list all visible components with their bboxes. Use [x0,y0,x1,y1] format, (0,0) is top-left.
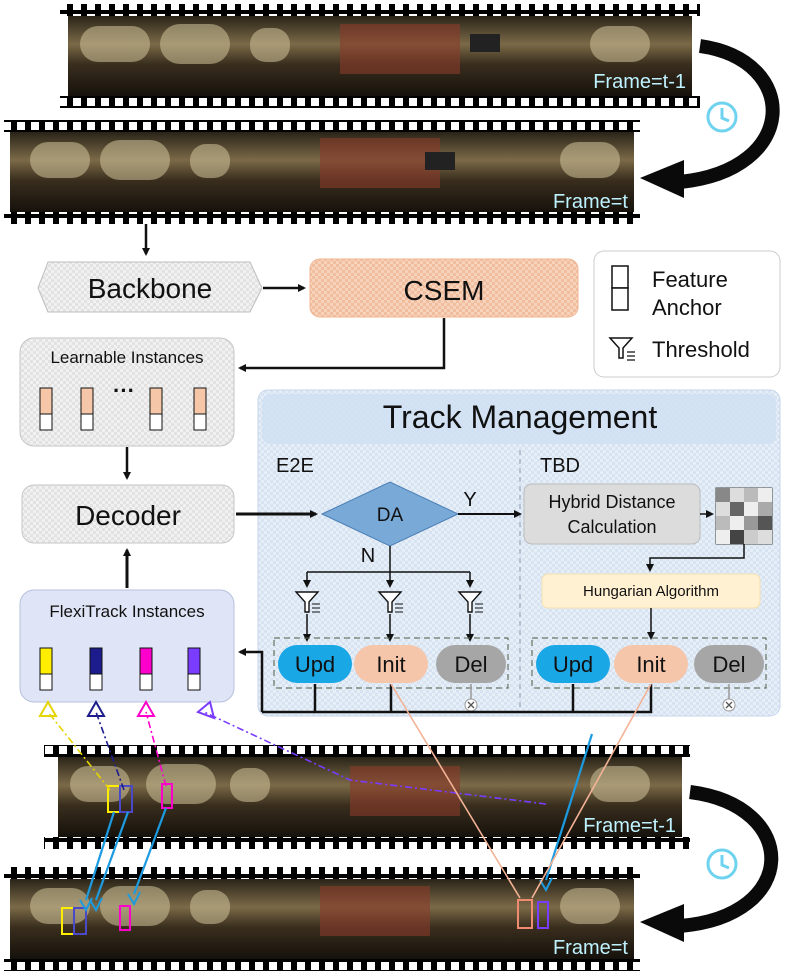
decoder-label: Decoder [75,500,181,531]
init-label: Init [376,652,405,677]
track-management-title: Track Management [383,399,658,435]
init-arrows [390,683,652,899]
instance-token-purple [187,647,201,691]
init-label: Init [636,652,665,677]
clock-icon [706,848,738,880]
association-lines [47,711,547,805]
frame-label: Frame=t [553,191,628,213]
legend-box: Feature Anchor Threshold [593,250,781,378]
delete-marker-icon [722,684,736,712]
hybrid-line1: Hybrid Distance [548,492,675,512]
frame-bottom-current: Frame=t [4,867,640,971]
e2e-label: E2E [276,455,314,477]
no-label: N [361,545,375,567]
decoder-box: Decoder [21,484,235,544]
tbd-actions: Upd Init Del [531,637,767,689]
legend-threshold-label: Threshold [652,337,750,362]
frame-bottom-prev: Frame=t-1 [44,745,690,849]
upd-label: Upd [553,652,593,677]
association-arrowheads [38,699,216,720]
instances-ellipsis: ··· [113,378,135,403]
threshold-icon [457,591,483,613]
hybrid-distance-box: Hybrid Distance Calculation [523,483,701,545]
instance-token-magenta [139,647,153,691]
frame-label: Frame=t-1 [593,71,686,93]
flexitrack-instances-label: FlexiTrack Instances [49,602,204,621]
delete-marker-icon [464,684,478,712]
backbone-label: Backbone [88,273,213,304]
distance-matrix-icon [715,487,773,545]
threshold-icon [294,591,320,613]
backbone-box: Backbone [37,261,263,313]
tbd-label: TBD [540,455,580,477]
clock-icon [706,101,738,133]
hungarian-label: Hungarian Algorithm [583,583,719,600]
flexitrack-instances-box: FlexiTrack Instances [19,589,235,703]
legend-feature-label: Feature [652,267,728,292]
del-label: Del [712,652,745,677]
frame-top-prev: Frame=t-1 [60,4,700,108]
instance-token-yellow [39,647,53,691]
learnable-instances-box: Learnable Instances ··· [19,337,235,447]
threshold-icon [608,337,635,361]
frame-label: Frame=t-1 [583,815,676,837]
time-loop-arrow [640,39,780,198]
e2e-actions: Upd Init Del [273,637,509,689]
csem-label: CSEM [404,275,485,306]
del-label: Del [454,652,487,677]
instance-token [193,387,207,431]
csem-box: CSEM [309,258,579,318]
upd-label: Upd [295,652,335,677]
yes-label: Y [463,489,476,511]
instance-token [39,387,53,431]
legend-anchor-label: Anchor [652,295,722,320]
time-loop-arrow [640,785,779,942]
frame-top-current: Frame=t [4,120,640,224]
hungarian-box: Hungarian Algorithm [541,573,761,609]
update-arrows [79,733,594,913]
instance-token [149,387,163,431]
da-decision: DA [320,481,460,547]
hybrid-line2: Calculation [567,517,656,537]
learnable-instances-label: Learnable Instances [50,348,203,367]
instance-token-navy [89,647,103,691]
da-label: DA [377,505,404,526]
instance-token [80,387,94,431]
threshold-icon [377,591,403,613]
feature-anchor-icon [611,265,629,311]
frame-label: Frame=t [553,937,628,959]
